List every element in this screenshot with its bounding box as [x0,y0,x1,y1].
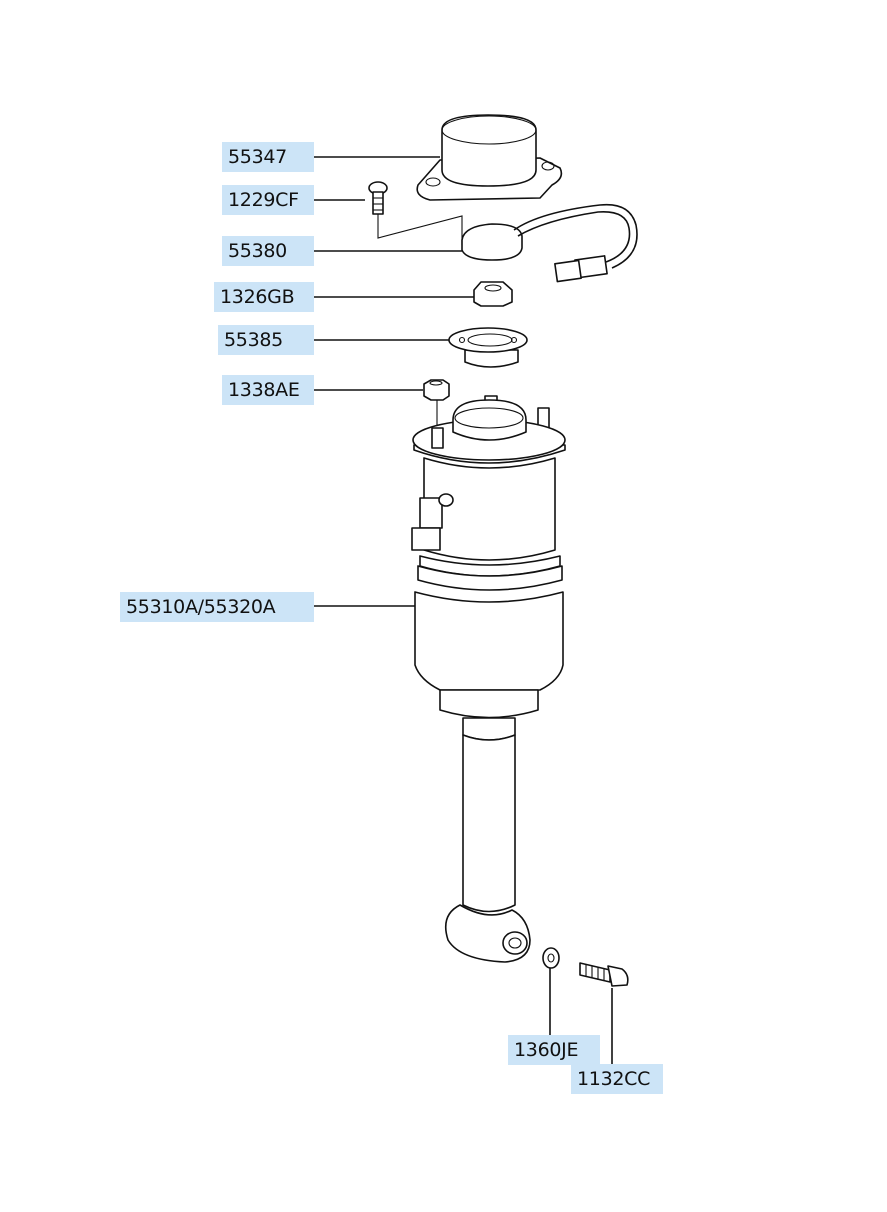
callout-1326GB[interactable]: 1326GB [214,282,314,312]
callout-1360JE[interactable]: 1360JE [508,1035,600,1065]
washer-1360JE [542,947,560,969]
callout-55385[interactable]: 55385 [218,325,314,355]
air-strut-55310A [411,395,566,963]
callout-55380[interactable]: 55380 [222,236,314,266]
sensor-55380 [461,203,638,283]
callout-1132CC[interactable]: 1132CC [571,1064,663,1094]
callout-1229CF[interactable]: 1229CF [222,185,314,215]
nut-1338AE [423,379,450,425]
upper-cover-55347 [416,114,563,201]
leader-lines [300,156,613,1065]
bolt-1132CC [579,962,629,987]
screw-1229CF [368,181,463,245]
callout-1338AE[interactable]: 1338AE [222,375,314,405]
nut-1326GB [473,281,513,307]
seat-55385 [448,327,528,368]
callout-55310A-55320A[interactable]: 55310A/55320A [120,592,314,622]
callout-55347[interactable]: 55347 [222,142,314,172]
